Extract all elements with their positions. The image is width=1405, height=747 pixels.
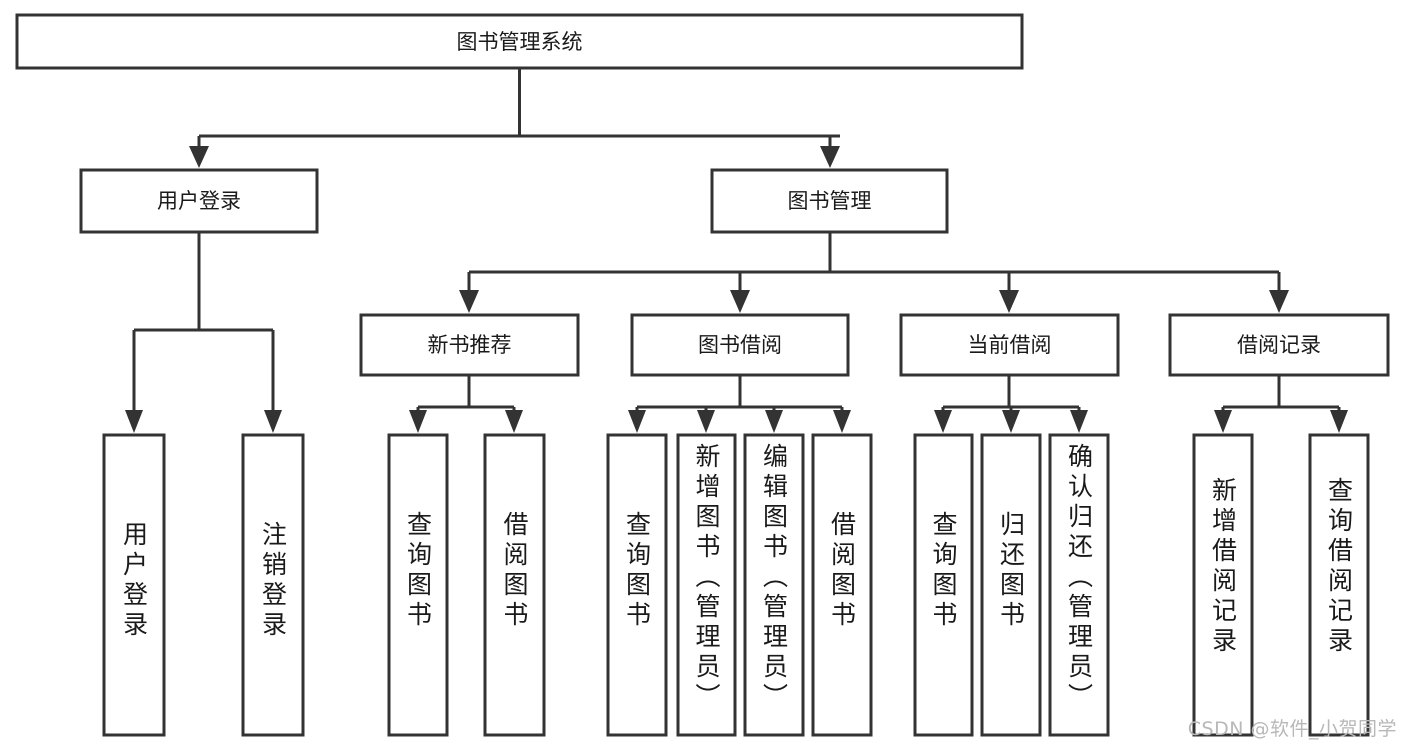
connector-group-user-login: [125, 232, 282, 433]
arrow-head-leaf-borrow-book-rec: [505, 410, 523, 433]
arrow-head-book-manage: [820, 146, 840, 168]
node-root[interactable]: 图书管理系统: [15, 13, 1024, 70]
arrow-head-leaf-add-book: [697, 410, 715, 433]
leaf-box-query-book-current[interactable]: [913, 433, 974, 737]
connector-group-book-manage: [459, 232, 1289, 313]
leaf-box-borrow-book[interactable]: [811, 433, 873, 737]
leaf-boxes: [102, 433, 1370, 737]
node-book-manage-label: 图书管理: [788, 189, 872, 213]
node-new-book-rec-box[interactable]: [359, 313, 580, 377]
node-book-borrow-label: 图书借阅: [698, 333, 782, 357]
arrow-head-new-book-rec: [459, 290, 479, 313]
leaf-box-add-record[interactable]: [1192, 433, 1254, 737]
node-book-borrow-box[interactable]: [630, 313, 850, 377]
arrow-head-leaf-query-book-current: [934, 410, 952, 433]
connector-group-borrow-record: [1214, 375, 1348, 433]
connector-group-book-borrow: [628, 375, 851, 433]
arrow-head-current-borrow: [999, 290, 1019, 313]
arrow-head-leaf-confirm-return: [1070, 410, 1088, 433]
node-book-manage[interactable]: 图书管理: [710, 168, 949, 234]
node-book-manage-box[interactable]: [710, 168, 949, 234]
node-borrow-record-box[interactable]: [1168, 313, 1390, 377]
csdn-watermark: CSDN @软件_小贺同学: [1187, 718, 1397, 740]
node-root-label: 图书管理系统: [457, 30, 583, 54]
leaf-box-query-book-borrow[interactable]: [606, 433, 668, 737]
connector-group-new-book-rec: [409, 375, 523, 433]
node-user-login[interactable]: 用户登录: [79, 168, 319, 234]
arrow-head-leaf-add-record: [1214, 410, 1232, 433]
node-new-book-rec-label: 新书推荐: [428, 333, 512, 357]
leaf-box-query-book-rec[interactable]: [387, 433, 449, 737]
node-new-book-rec[interactable]: 新书推荐: [359, 313, 580, 377]
node-borrow-record-label: 借阅记录: [1237, 333, 1321, 357]
node-user-login-label: 用户登录: [157, 189, 241, 213]
arrow-head-leaf-query-book-rec: [409, 410, 427, 433]
leaf-box-confirm-return[interactable]: [1048, 433, 1110, 737]
arrow-head-leaf-borrow-book: [833, 410, 851, 433]
arrow-head-leaf-edit-book: [765, 410, 783, 433]
node-user-login-box[interactable]: [79, 168, 319, 234]
arrow-head-leaf-user-logout: [264, 410, 282, 433]
leaf-box-user-login[interactable]: [102, 433, 166, 737]
arrow-head-borrow-record: [1269, 290, 1289, 313]
leaf-box-add-book[interactable]: [676, 433, 737, 737]
node-current-borrow[interactable]: 当前借阅: [899, 313, 1120, 377]
connector-group-current-borrow: [934, 375, 1088, 433]
leaf-box-return-book[interactable]: [980, 433, 1042, 737]
arrow-head-book-borrow: [730, 290, 750, 313]
leaf-box-user-logout[interactable]: [241, 433, 305, 737]
arrow-head-leaf-query-book-borrow: [628, 410, 646, 433]
node-current-borrow-box[interactable]: [899, 313, 1120, 377]
arrow-head-leaf-query-record: [1330, 410, 1348, 433]
leaf-box-borrow-book-rec[interactable]: [483, 433, 546, 737]
node-book-borrow[interactable]: 图书借阅: [630, 313, 850, 377]
node-root-box[interactable]: [15, 13, 1024, 70]
node-borrow-record[interactable]: 借阅记录: [1168, 313, 1390, 377]
arrow-head-leaf-user-login: [125, 410, 143, 433]
connector-group-root: [189, 68, 840, 168]
leaf-box-query-record[interactable]: [1308, 433, 1370, 737]
arrow-head-user-login: [189, 146, 209, 168]
node-current-borrow-label: 当前借阅: [968, 333, 1052, 357]
leaf-box-edit-book[interactable]: [743, 433, 805, 737]
arrow-head-leaf-return-book: [1002, 410, 1020, 433]
